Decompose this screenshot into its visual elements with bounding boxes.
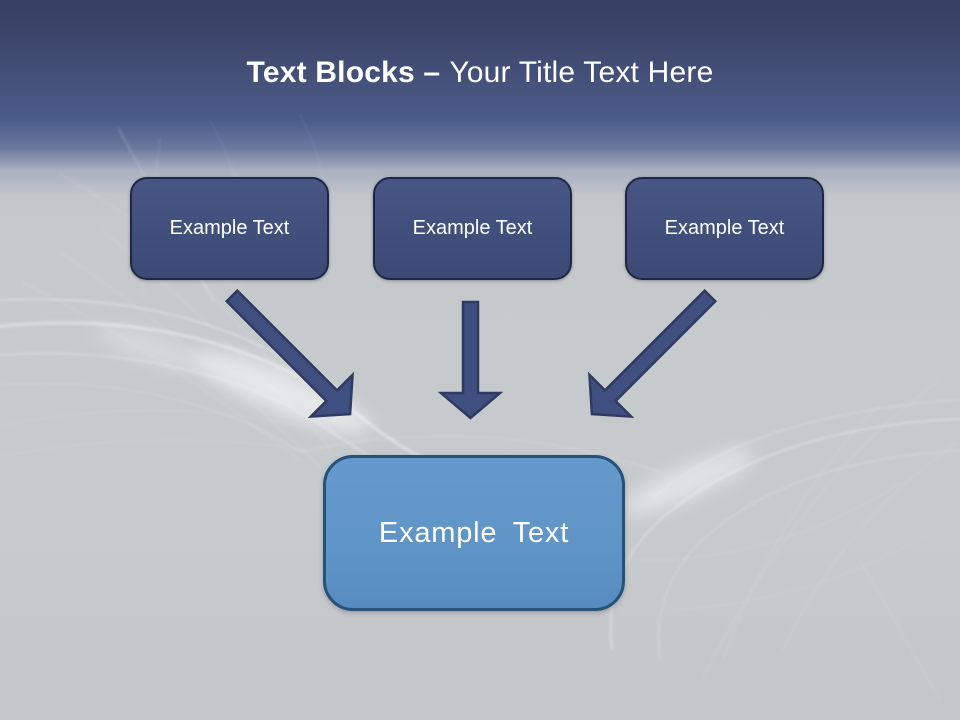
arrow-left-diagonal-icon	[224, 288, 355, 419]
slide-title: Text Blocks –Your Title Text Here	[0, 54, 960, 92]
text-block-2: Example Text	[373, 177, 572, 280]
text-block-1-label: Example Text	[169, 217, 290, 239]
slide-title-regular: Your Title Text Here	[449, 56, 714, 89]
center-text-block-label: Example Text	[378, 516, 570, 549]
text-block-2-label: Example Text	[412, 217, 533, 239]
arrow-middle-icon	[437, 300, 504, 420]
arrow-right-diagonal-icon	[587, 288, 718, 419]
text-block-3-label: Example Text	[664, 217, 785, 239]
text-block-3: Example Text	[625, 177, 824, 280]
center-text-block: Example Text	[323, 455, 625, 611]
slide-title-bold: Text Blocks –	[246, 56, 441, 89]
text-block-1: Example Text	[130, 177, 329, 280]
